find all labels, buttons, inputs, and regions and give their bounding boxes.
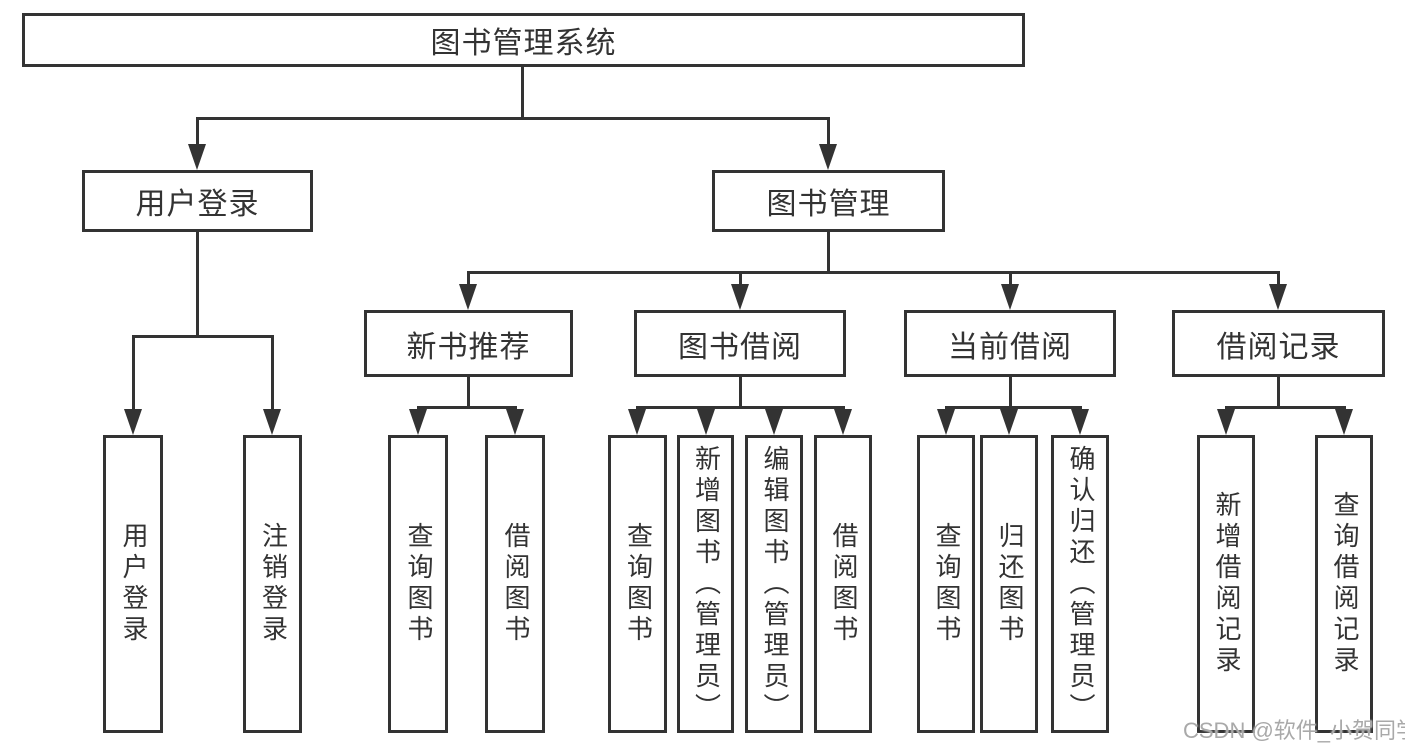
node-leaf-query-borrow-record: 查询借阅记录: [1315, 435, 1373, 733]
connector-line: [1277, 271, 1280, 286]
node-borrowing-records: 借阅记录: [1172, 310, 1385, 377]
connector-line: [196, 117, 199, 149]
arrow-down-icon: [1001, 284, 1019, 310]
node-leaf-user-login-label: 用户登录: [118, 522, 149, 646]
arrow-down-icon: [819, 144, 837, 170]
node-leaf-user-login: 用户登录: [103, 435, 163, 733]
connector-line: [417, 406, 517, 409]
node-new-book-recommend: 新书推荐: [364, 310, 573, 377]
node-leaf-borrow-books-1-label: 借阅图书: [500, 522, 531, 646]
connector-line: [945, 406, 1082, 409]
node-leaf-add-borrow-record: 新增借阅记录: [1197, 435, 1255, 733]
arrow-down-icon: [1217, 409, 1235, 435]
connector-line: [1277, 377, 1280, 408]
arrow-down-icon: [731, 284, 749, 310]
connector-line: [196, 232, 199, 337]
node-leaf-borrow-books-2: 借阅图书: [814, 435, 872, 733]
node-leaf-add-book-admin: 新增图书（管理员）: [677, 435, 734, 733]
csdn-watermark: CSDN @软件_小贺同学: [1183, 718, 1405, 743]
node-leaf-logout: 注销登录: [243, 435, 302, 733]
node-leaf-query-books-3: 查询图书: [917, 435, 975, 733]
node-root: 图书管理系统: [22, 13, 1025, 67]
node-book-management: 图书管理: [712, 170, 945, 232]
connector-line: [636, 406, 845, 409]
connector-line: [467, 271, 1280, 274]
arrow-down-icon: [1269, 284, 1287, 310]
arrow-down-icon: [263, 409, 281, 435]
arrow-down-icon: [1000, 409, 1018, 435]
connector-line: [196, 117, 830, 120]
connector-line: [132, 335, 274, 338]
connector-line: [739, 271, 742, 286]
node-leaf-logout-label: 注销登录: [258, 522, 289, 646]
node-leaf-borrow-books-1: 借阅图书: [485, 435, 545, 733]
node-leaf-query-books-1-label: 查询图书: [403, 522, 434, 646]
node-leaf-query-books-3-label: 查询图书: [931, 522, 962, 646]
node-current-borrowing: 当前借阅: [904, 310, 1116, 377]
connector-line: [827, 232, 830, 273]
node-user-login: 用户登录: [82, 170, 313, 232]
arrow-down-icon: [506, 409, 524, 435]
arrow-down-icon: [188, 144, 206, 170]
arrow-down-icon: [124, 409, 142, 435]
node-leaf-add-book-admin-label: 新增图书（管理员）: [691, 444, 722, 724]
arrow-down-icon: [1335, 409, 1353, 435]
node-leaf-confirm-return-admin: 确认归还（管理员）: [1051, 435, 1109, 733]
node-leaf-edit-book-admin: 编辑图书（管理员）: [745, 435, 803, 733]
node-leaf-query-books-1: 查询图书: [388, 435, 448, 733]
connector-line: [1009, 377, 1012, 408]
connector-line: [1009, 271, 1012, 286]
node-leaf-borrow-books-2-label: 借阅图书: [828, 522, 859, 646]
node-leaf-query-books-2-label: 查询图书: [623, 522, 654, 646]
arrow-down-icon: [765, 409, 783, 435]
arrow-down-icon: [1071, 409, 1089, 435]
arrow-down-icon: [834, 409, 852, 435]
node-leaf-return-book: 归还图书: [980, 435, 1038, 733]
connector-line: [132, 335, 135, 409]
connector-line: [467, 271, 470, 286]
node-leaf-query-borrow-record-label: 查询借阅记录: [1329, 491, 1360, 677]
connector-line: [1225, 406, 1346, 409]
connector-line: [467, 377, 470, 408]
arrow-down-icon: [409, 409, 427, 435]
connector-line: [739, 377, 742, 408]
node-leaf-edit-book-admin-label: 编辑图书（管理员）: [759, 444, 790, 724]
node-leaf-add-borrow-record-label: 新增借阅记录: [1211, 491, 1242, 677]
arrow-down-icon: [697, 409, 715, 435]
arrow-down-icon: [628, 409, 646, 435]
connector-line: [271, 335, 274, 409]
arrow-down-icon: [937, 409, 955, 435]
arrow-down-icon: [459, 284, 477, 310]
connector-line: [521, 66, 524, 119]
connector-line: [827, 117, 830, 149]
node-leaf-query-books-2: 查询图书: [608, 435, 667, 733]
node-leaf-return-book-label: 归还图书: [994, 522, 1025, 646]
node-book-borrowing: 图书借阅: [634, 310, 846, 377]
node-leaf-confirm-return-admin-label: 确认归还（管理员）: [1065, 444, 1096, 724]
